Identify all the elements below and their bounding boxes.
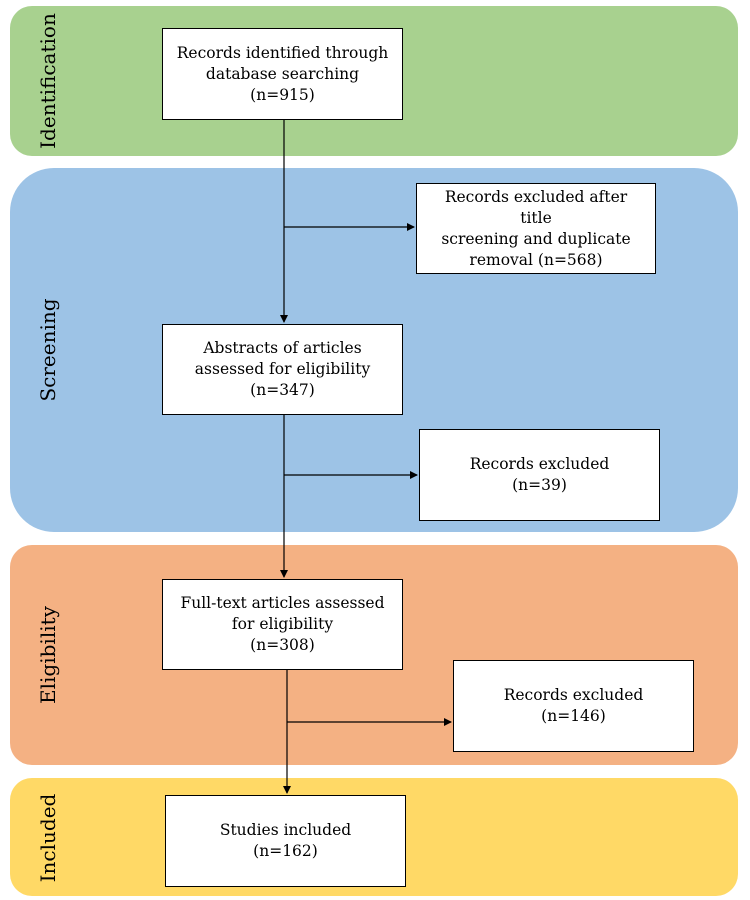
box-count: (n=162) <box>253 842 318 860</box>
studies-included-box: Studies included (n=162) <box>165 795 406 887</box>
stage-label-eligibility: Eligibility <box>36 606 60 704</box>
box-text-line: Full-text articles assessed <box>180 594 385 612</box>
records-identified-box: Records identified through database sear… <box>162 28 403 120</box>
box-count: (n=347) <box>250 381 315 399</box>
box-text-line: screening and duplicate <box>441 229 631 248</box>
records-excluded-abstracts-box: Records excluded (n=39) <box>419 429 660 521</box>
box-text-line: Abstracts of articles <box>203 339 362 357</box>
box-text-line: removal (n=568) <box>469 250 603 269</box>
box-text-line: assessed for eligibility <box>194 360 371 378</box>
box-count: (n=146) <box>541 707 606 725</box>
fulltext-assessed-box: Full-text articles assessed for eligibil… <box>162 579 403 670</box>
box-count: (n=915) <box>250 85 315 104</box>
box-text-line: Records excluded after title <box>444 187 628 227</box>
stage-label-screening: Screening <box>36 298 60 402</box>
box-text-line: database searching <box>205 64 360 83</box>
box-text-line: Records excluded <box>503 686 644 704</box>
box-count: (n=39) <box>512 476 567 494</box>
box-count: (n=308) <box>250 636 315 654</box>
records-excluded-title-screening-box: Records excluded after title screening a… <box>416 183 656 274</box>
records-excluded-fulltext-box: Records excluded (n=146) <box>453 660 694 752</box>
box-text-line: Studies included <box>219 821 352 839</box>
box-text-line: Records identified through <box>176 43 389 62</box>
stage-label-included: Included <box>36 793 60 883</box>
abstracts-assessed-box: Abstracts of articles assessed for eligi… <box>162 324 403 415</box>
box-text-line: for eligibility <box>231 615 334 633</box>
box-text-line: Records excluded <box>469 455 610 473</box>
stage-label-identification: Identification <box>36 13 60 149</box>
